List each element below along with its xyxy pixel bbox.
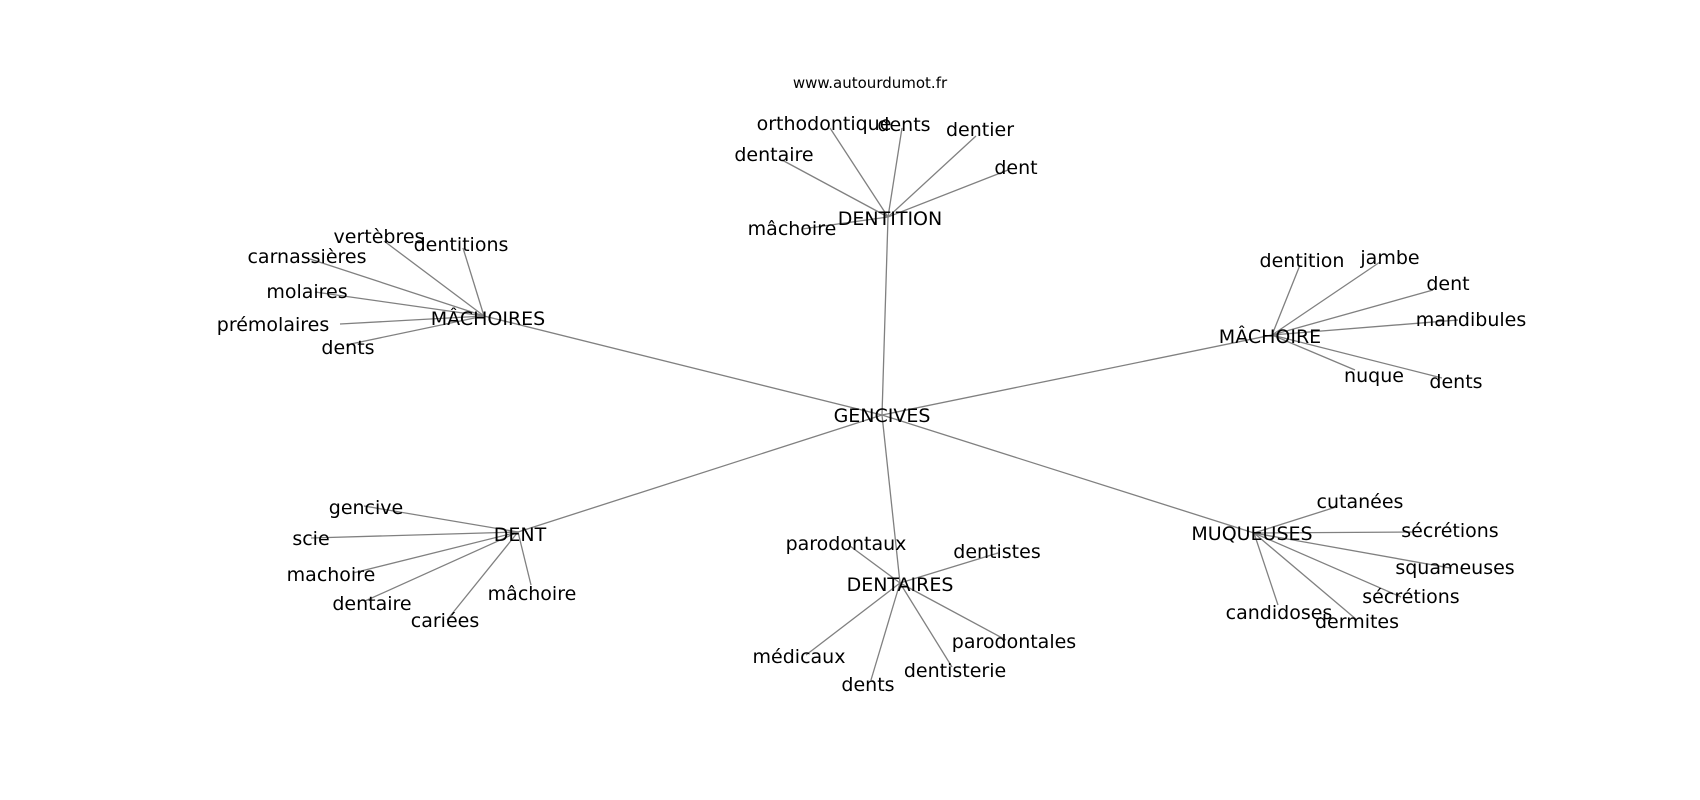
- labels-layer: www.autourdumot.fr GENCIVES orthodontique…: [217, 74, 1526, 696]
- leaf-node-label: dermites: [1315, 611, 1399, 633]
- edge-dent-leaf: [310, 531, 519, 539]
- edge-machoires-leaf: [309, 258, 485, 317]
- edge-machoire-leaf: [1271, 334, 1356, 371]
- edge-machoire-leaf: [1271, 264, 1301, 336]
- edge-dent-leaf: [363, 505, 519, 533]
- leaf-node-label: jambe: [1359, 247, 1419, 269]
- leaf-node-label: orthodontique: [757, 113, 892, 135]
- leaf-node-label: cutanées: [1317, 491, 1404, 513]
- leaf-node-label: sécrétions: [1401, 520, 1498, 542]
- leaf-node-label: vertèbres: [334, 226, 425, 248]
- leaf-node-label: dentistes: [953, 541, 1040, 563]
- edge-dent-leaf: [517, 531, 532, 586]
- leaf-node-label: médicaux: [753, 646, 846, 668]
- leaf-node-label: scie: [292, 528, 329, 550]
- edge-machoires-leaf: [314, 291, 485, 317]
- edge-machoires-leaf: [345, 315, 485, 346]
- edge-dentition-leaf: [887, 169, 1009, 218]
- edge-dentition-leaf: [781, 159, 889, 218]
- edge-dentaires-leaf: [870, 582, 901, 681]
- hub-node-machoire-label: MÂCHOIRE: [1219, 325, 1321, 348]
- edge-muqueuses-leaf: [1253, 532, 1279, 606]
- hub-node-muqueuses-label: MUQUEUSES: [1191, 523, 1312, 545]
- edge-muqueuses-leaf: [1253, 532, 1451, 569]
- leaf-node-label: prémolaires: [217, 314, 329, 336]
- edge-machoires-leaf: [339, 315, 485, 325]
- edge-machoire-leaf: [1271, 319, 1459, 336]
- edge-machoires-leaf: [462, 247, 485, 317]
- site-watermark: www.autourdumot.fr: [793, 74, 948, 92]
- leaf-node-label: cariées: [411, 610, 479, 632]
- edge-muqueuses-leaf: [1253, 532, 1402, 598]
- edge-machoire-leaf: [1271, 334, 1443, 379]
- hub-node-dent-label: DENT: [494, 524, 547, 546]
- leaf-node-label: parodontaux: [786, 533, 907, 555]
- edge-dentition-leaf: [887, 135, 977, 218]
- leaf-node-label: dentisterie: [904, 660, 1006, 682]
- edge-machoire-leaf: [1271, 261, 1381, 336]
- leaf-node-label: dentaire: [734, 144, 813, 166]
- leaf-node-label: mâchoire: [748, 218, 837, 240]
- edge-machoire-leaf: [1271, 289, 1434, 336]
- leaf-node-label: dentition: [1260, 250, 1345, 272]
- hub-node-dentition-label: DENTITION: [838, 208, 942, 230]
- edge-center-dent: [517, 414, 883, 533]
- edge-center-machoires: [483, 315, 883, 416]
- leaf-node-label: dent: [1426, 273, 1469, 295]
- center-node-label: GENCIVES: [834, 405, 931, 427]
- leaf-node-label: candidoses: [1226, 602, 1333, 624]
- leaf-node-label: dents: [1429, 371, 1482, 393]
- edges-layer: [309, 127, 1459, 681]
- leaf-node-label: parodontales: [952, 631, 1076, 653]
- edge-muqueuses-leaf: [1253, 506, 1337, 534]
- leaf-node-label: machoire: [287, 564, 376, 586]
- edge-dent-leaf: [446, 531, 519, 621]
- edge-dent-leaf: [364, 531, 519, 602]
- edge-dentition-leaf: [887, 127, 903, 218]
- edge-muqueuses-leaf: [1253, 532, 1358, 621]
- edge-dentaires-leaf: [899, 582, 1007, 641]
- leaf-node-label: mandibules: [1416, 309, 1527, 331]
- hub-node-dentaires-label: DENTAIRES: [847, 574, 954, 596]
- edge-center-muqueuses: [881, 414, 1255, 534]
- edge-dentition-leaf: [801, 216, 889, 230]
- hub-node-machoires-label: MÂCHOIRES: [431, 307, 545, 330]
- edge-dentaires-leaf: [899, 582, 953, 668]
- leaf-node-label: dents: [841, 674, 894, 696]
- edge-center-dentition: [881, 216, 889, 416]
- leaf-node-label: nuque: [1344, 365, 1404, 387]
- leaf-node-label: dentier: [946, 119, 1014, 141]
- edge-machoires-leaf: [383, 240, 485, 317]
- leaf-node-label: dent: [994, 157, 1037, 179]
- leaf-node-label: molaires: [266, 281, 347, 303]
- leaf-node-label: dents: [877, 114, 930, 136]
- edge-center-dentaires: [881, 414, 901, 584]
- leaf-node-label: squameuses: [1395, 557, 1514, 579]
- edge-center-machoire: [881, 334, 1273, 416]
- edge-dentaires-leaf: [805, 582, 901, 656]
- leaf-node-label: sécrétions: [1362, 586, 1459, 608]
- leaf-node-label: gencive: [329, 497, 403, 519]
- leaf-node-label: dents: [321, 337, 374, 359]
- edge-muqueuses-leaf: [1253, 531, 1413, 534]
- edge-dentition-leaf: [829, 127, 889, 218]
- edge-dentaires-leaf: [849, 545, 901, 584]
- leaf-node-label: mâchoire: [488, 583, 577, 605]
- leaf-node-label: dentaire: [332, 593, 411, 615]
- edge-dent-leaf: [352, 531, 519, 574]
- edge-dentaires-leaf: [899, 552, 999, 584]
- leaf-node-label: dentitions: [414, 234, 509, 256]
- leaf-node-label: carnassières: [247, 246, 366, 268]
